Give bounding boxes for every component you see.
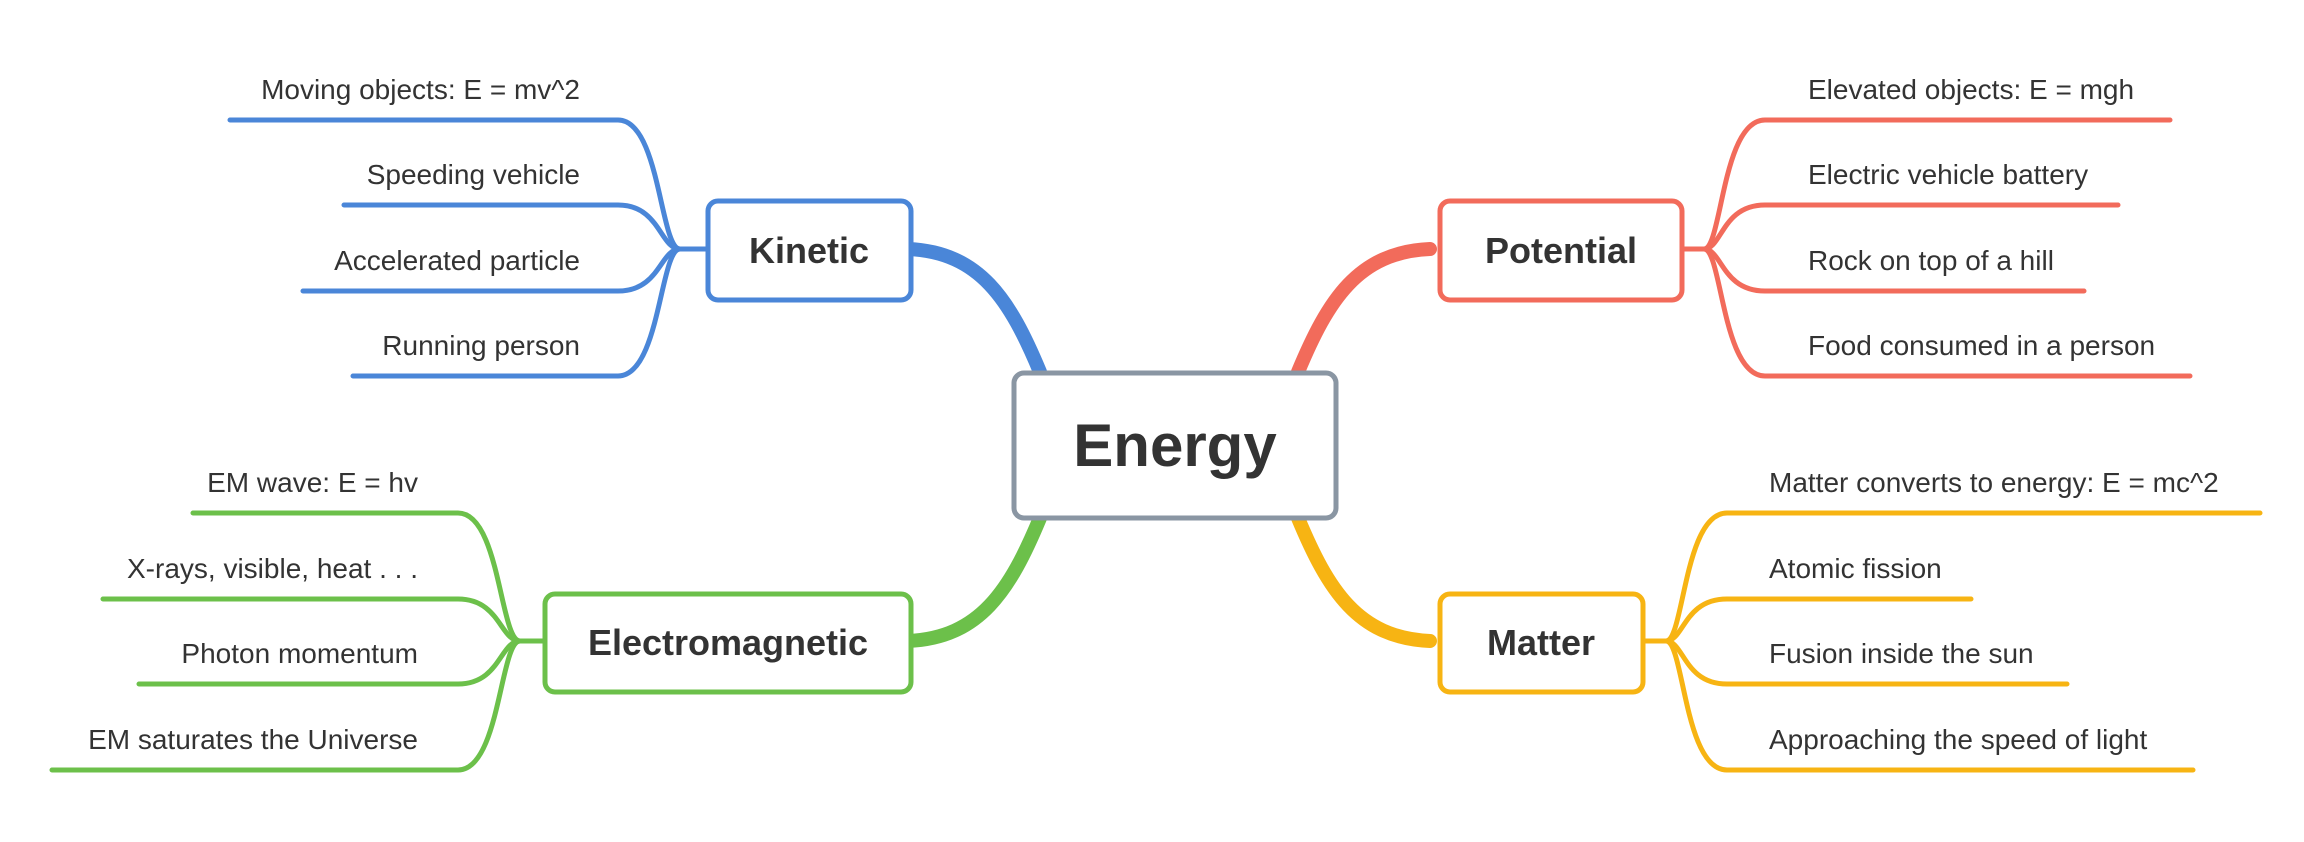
kinetic-link-1 xyxy=(341,202,709,252)
electromagnetic-trunk xyxy=(901,511,1047,648)
root-node[interactable]: Energy xyxy=(1011,370,1339,521)
kinetic-node[interactable]: Kinetic xyxy=(705,198,914,303)
electromagnetic-item-3: EM saturates the Universe xyxy=(88,724,418,755)
kinetic-link-3 xyxy=(350,246,709,379)
kinetic-branch xyxy=(227,117,709,379)
matter-branch xyxy=(1640,510,2263,773)
matter-label: Matter xyxy=(1487,622,1595,663)
matter-item-1: Atomic fission xyxy=(1769,553,1942,584)
potential-link-3 xyxy=(1679,246,2193,379)
matter-link-0 xyxy=(1640,510,2263,644)
potential-node[interactable]: Potential xyxy=(1437,198,1685,303)
electromagnetic-link-3 xyxy=(49,638,548,773)
potential-branch xyxy=(1679,117,2193,379)
electromagnetic-item-1: X-rays, visible, heat . . . xyxy=(127,553,418,584)
matter-link-1 xyxy=(1640,596,1974,644)
potential-label: Potential xyxy=(1485,230,1637,271)
potential-item-2: Rock on top of a hill xyxy=(1808,245,2054,276)
potential-trunk xyxy=(1291,242,1437,379)
electromagnetic-link-1 xyxy=(100,596,548,644)
electromagnetic-item-2: Photon momentum xyxy=(181,638,418,669)
electromagnetic-label: Electromagnetic xyxy=(588,622,868,663)
root-label: Energy xyxy=(1073,412,1277,479)
kinetic-item-3: Running person xyxy=(382,330,580,361)
matter-trunk xyxy=(1291,511,1437,648)
electromagnetic-item-0: EM wave: E = hv xyxy=(207,467,418,498)
electromagnetic-branch xyxy=(49,510,548,773)
potential-item-0: Elevated objects: E = mgh xyxy=(1808,74,2134,105)
matter-item-2: Fusion inside the sun xyxy=(1769,638,2034,669)
potential-item-3: Food consumed in a person xyxy=(1808,330,2155,361)
potential-link-1 xyxy=(1679,202,2121,252)
matter-link-3 xyxy=(1640,638,2196,773)
electromagnetic-node[interactable]: Electromagnetic xyxy=(542,591,914,695)
kinetic-item-0: Moving objects: E = mv^2 xyxy=(261,74,580,105)
kinetic-trunk xyxy=(901,242,1047,379)
matter-node[interactable]: Matter xyxy=(1437,591,1646,695)
kinetic-item-1: Speeding vehicle xyxy=(367,159,580,190)
potential-item-1: Electric vehicle battery xyxy=(1808,159,2088,190)
kinetic-item-2: Accelerated particle xyxy=(334,245,580,276)
matter-item-3: Approaching the speed of light xyxy=(1769,724,2147,755)
matter-item-0: Matter converts to energy: E = mc^2 xyxy=(1769,467,2219,498)
kinetic-label: Kinetic xyxy=(749,230,869,271)
